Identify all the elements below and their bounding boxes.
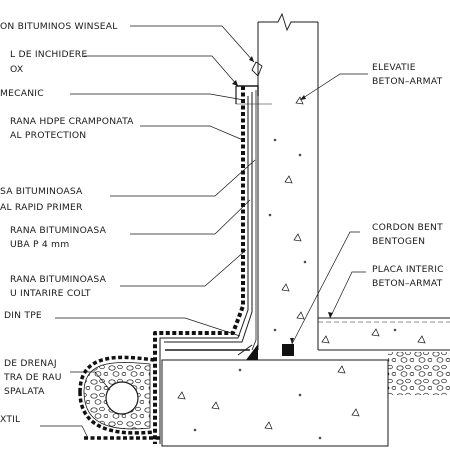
label-elevation-2: BETON–ARMAT [372,76,443,87]
label-closing-profile-1: L DE INCHIDERE [10,49,87,60]
label-drainage-1: DE DRENAJ [4,358,57,369]
label-primer-1: SA BITUMINOASA [0,186,83,197]
foundation-footing [161,359,389,447]
label-drainage-3: SPALATA [4,386,45,397]
label-geotextile: XTIL [0,414,21,425]
leader-arrowheads [232,56,333,344]
label-elevation-1: ELEVATIE [372,62,416,73]
label-membrane-2-line-1: RANA BITUMINOASA [10,274,107,285]
waterproofing-layers [153,86,257,444]
label-primer-2: AL RAPID PRIMER [0,202,83,213]
drainage-pipe [78,355,155,435]
label-drainage-2: TRA DE RAU [3,372,62,383]
labels-left: ON BITUMINOS WINSEAL L DE INCHIDERE OX M… [0,21,134,425]
label-hdpe-2: AL PROTECTION [10,130,86,141]
elevation-wall [257,12,319,350]
label-bentogen-cord-1: CORDON BENT [372,222,443,233]
bentonite-cord [282,344,294,356]
labels-right: ELEVATIE BETON–ARMAT CORDON BENT BENTOGE… [372,62,444,289]
termination-profile [235,61,272,105]
leader-lines [40,25,368,439]
interior-slab [318,317,450,351]
corner-fillet [246,344,258,360]
slab-gravel-bed [388,352,450,395]
label-hdpe-1: RANA HDPE CRAMPONATA [10,116,134,127]
label-tpe: DIN TPE [4,310,42,321]
label-bentogen-cord-2: BENTOGEN [372,236,425,247]
label-bituminous-cord: ON BITUMINOS WINSEAL [0,21,118,32]
label-interior-slab-2: BETON–ARMAT [372,278,443,289]
label-interior-slab-1: PLACA INTERIC [372,264,444,275]
label-membrane-1-line-1: RANA BITUMINOASA [10,225,107,236]
label-membrane-1-line-2: UBA P 4 mm [10,239,69,250]
label-membrane-2-line-2: U INTARIRE COLT [10,288,91,299]
label-closing-profile-2: OX [10,64,23,75]
label-mechanical: MECANIC [0,88,44,99]
